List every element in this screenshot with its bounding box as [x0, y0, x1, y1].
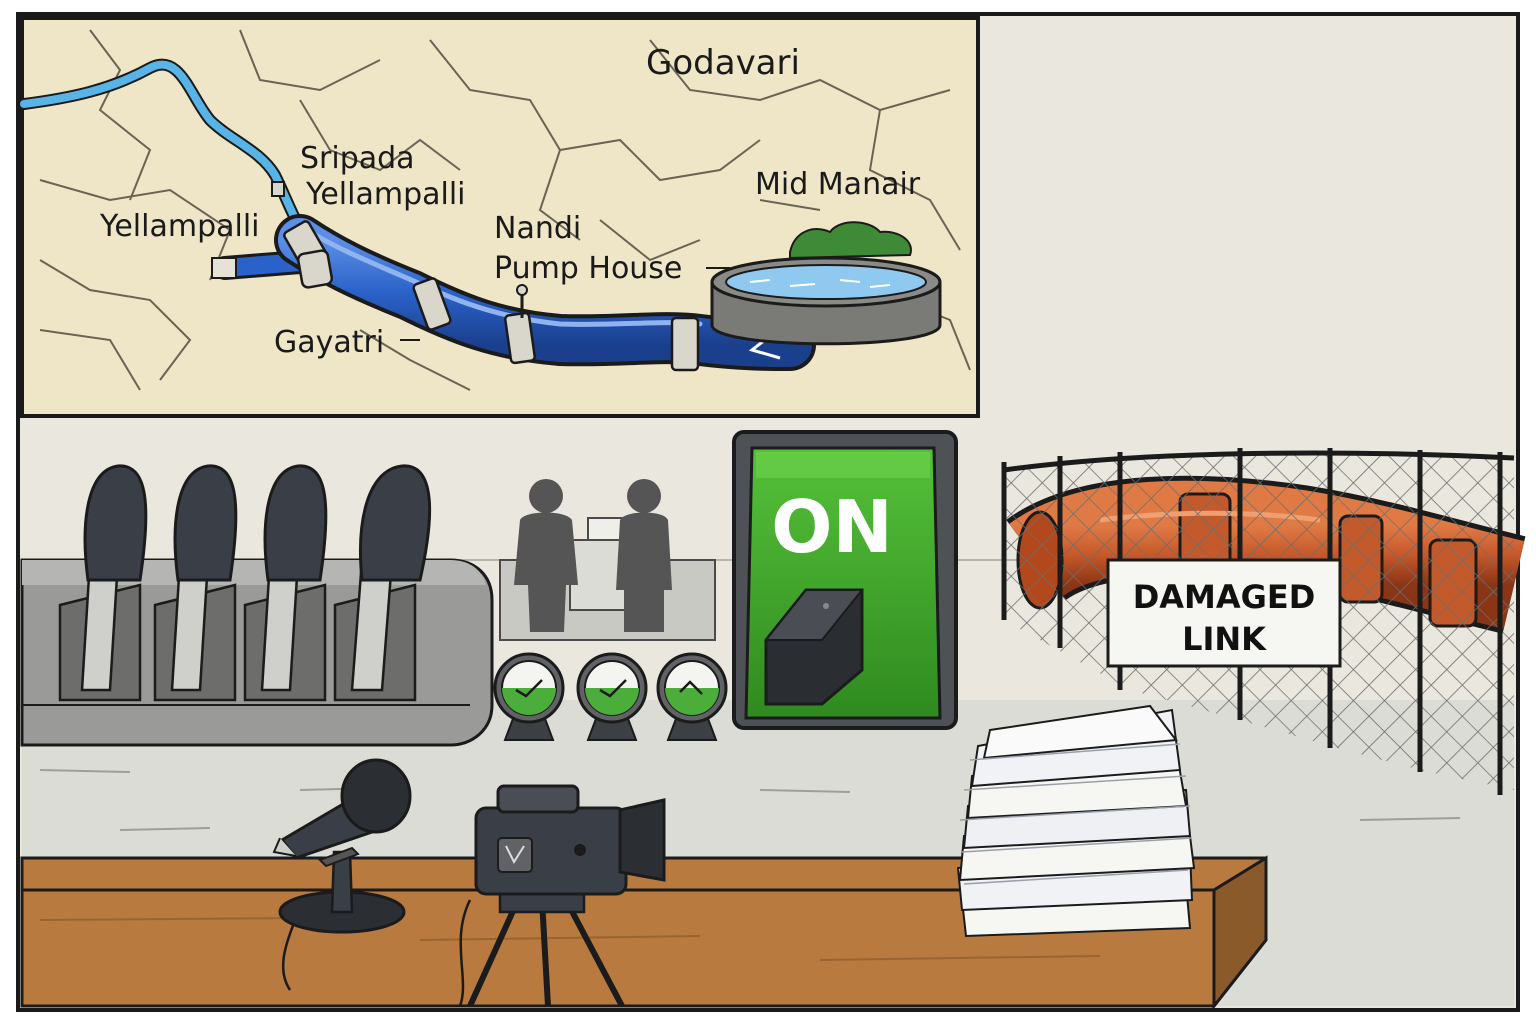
map-poster: Godavari Sripada Yellampalli Yellampalli… — [18, 16, 980, 418]
switch-label: ON — [771, 485, 892, 569]
map-label-sripada-yellampalli: Yellampalli — [305, 177, 466, 212]
control-room-background — [499, 479, 716, 641]
operator-silhouette-left — [514, 479, 578, 632]
floor-scuffs — [39, 769, 1461, 831]
switch-toggle[interactable] — [763, 588, 865, 706]
map-label-pump-house: Pump House — [494, 251, 682, 286]
map-label-nandi: Nandi — [494, 211, 581, 246]
video-camera — [458, 784, 666, 1008]
gauge-1 — [493, 652, 565, 741]
sign-line-1: DAMAGED — [1133, 578, 1316, 616]
operator-silhouette-right — [616, 479, 672, 632]
damaged-link-sign: DAMAGED LINK — [1106, 558, 1342, 668]
gauge-3 — [656, 652, 728, 741]
document-stack — [956, 704, 1196, 938]
fenced-damaged-pipe: DAMAGED LINK — [1001, 448, 1526, 795]
lever-2[interactable] — [153, 464, 238, 702]
gauge-2 — [576, 652, 648, 741]
map-label-yellampalli: Yellampalli — [99, 209, 260, 244]
lever-console — [20, 464, 494, 747]
mid-manair-reservoir — [710, 221, 942, 346]
map-label-gayatri: Gayatri — [274, 325, 384, 360]
lever-3[interactable] — [243, 464, 328, 702]
map-label-sripada: Sripada — [300, 141, 415, 176]
pressure-gauges — [493, 652, 728, 741]
map-label-mid-manair: Mid Manair — [755, 167, 921, 202]
on-switch[interactable]: ON — [732, 430, 958, 730]
sign-line-2: LINK — [1182, 620, 1267, 658]
lever-4[interactable] — [333, 464, 432, 702]
map-label-godavari: Godavari — [646, 43, 800, 83]
microphone — [272, 758, 412, 991]
lever-1[interactable] — [58, 464, 148, 702]
